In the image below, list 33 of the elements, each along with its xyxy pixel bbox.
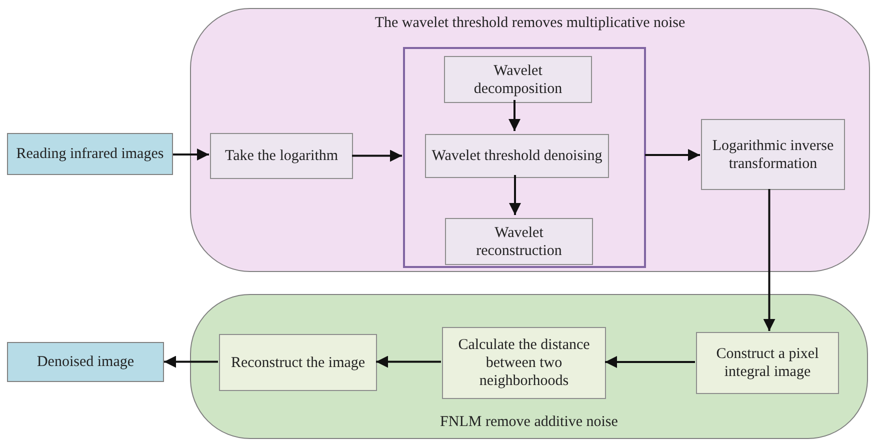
process-box xyxy=(210,133,353,179)
process-box xyxy=(442,327,606,399)
process-box xyxy=(701,119,845,190)
arrow xyxy=(509,175,521,215)
group-region xyxy=(190,8,870,272)
process-box xyxy=(219,334,377,391)
arrow xyxy=(508,100,520,131)
process-box xyxy=(445,218,593,265)
group-title: FNLM remove additive noise xyxy=(439,413,619,432)
process-box xyxy=(444,56,592,103)
arrow xyxy=(352,150,402,162)
arrow xyxy=(645,149,700,161)
box-label: Reading infrared images xyxy=(15,145,165,163)
box-label: Denoised image xyxy=(36,353,136,371)
group-title: The wavelet threshold removes multiplicative noise xyxy=(374,14,686,33)
arrow xyxy=(173,148,209,160)
box-label: Wavelet threshold denoising xyxy=(430,147,604,165)
group-frame xyxy=(403,47,646,268)
terminal-box xyxy=(7,342,164,382)
arrow xyxy=(164,356,218,368)
box-label: Logarithmic inverse transformation xyxy=(711,136,835,172)
process-box xyxy=(696,332,839,394)
box-label: Calculate the distance between two neighborhoods xyxy=(457,336,591,390)
box-label: Take the logarithm xyxy=(224,147,340,165)
box-label: Wavelet decomposition xyxy=(472,62,564,98)
box-label: Wavelet reconstruction xyxy=(475,224,563,260)
arrow xyxy=(376,356,441,368)
arrow xyxy=(605,356,695,368)
box-label: Reconstruct the image xyxy=(230,354,366,372)
arrow xyxy=(763,189,776,331)
process-box xyxy=(425,134,609,178)
terminal-box xyxy=(7,133,173,175)
box-label: Construct a pixel integral image xyxy=(715,345,820,381)
